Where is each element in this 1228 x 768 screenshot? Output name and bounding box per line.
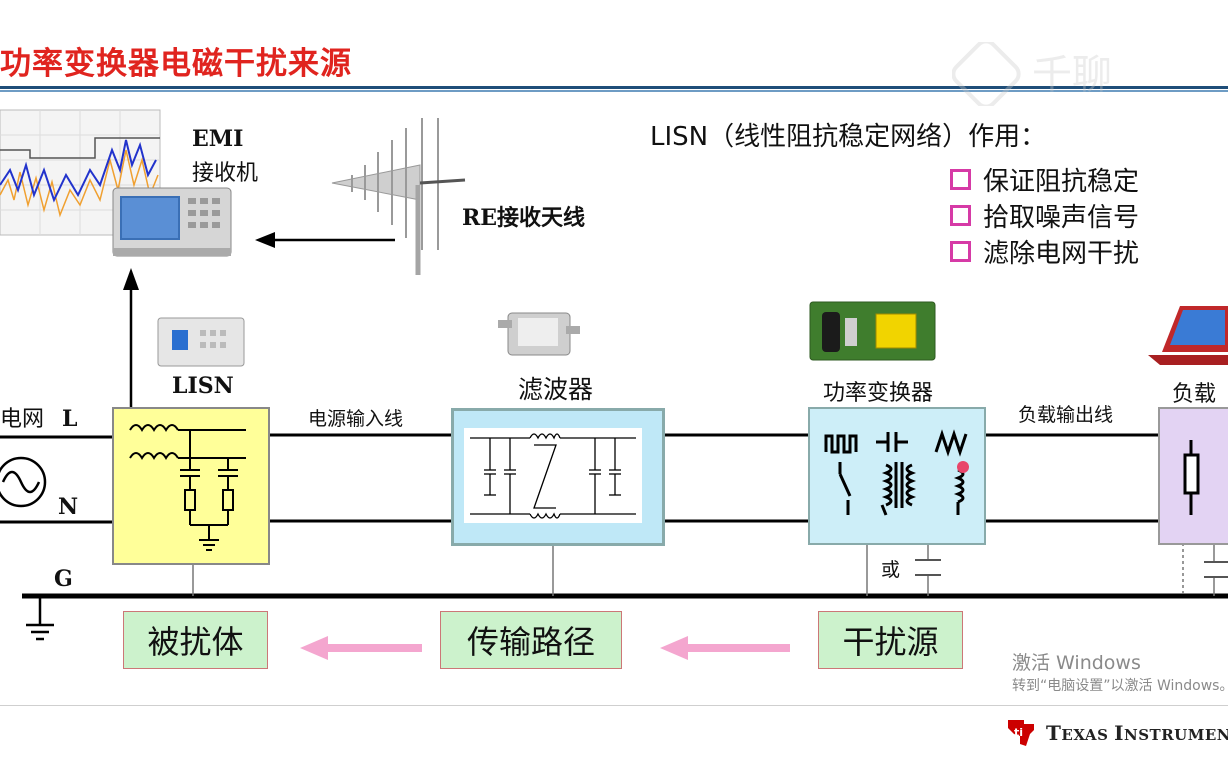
emi-spectrum-plot — [0, 109, 161, 236]
interference-source-box: 干扰源 — [818, 611, 963, 669]
lisn-purpose-item: 拾取噪声信号 — [950, 198, 1139, 233]
ti-logo-icon: ti — [1008, 720, 1034, 746]
filter-circuit-area — [464, 428, 642, 523]
bullet-square-icon — [950, 204, 971, 226]
emi-receiver-label-1: EMI — [192, 126, 244, 152]
emi-receiver-label-2: 接收机 — [192, 161, 259, 186]
load-output-line-label: 负载输出线 — [1018, 404, 1114, 426]
emi-receiver-device — [112, 187, 232, 257]
line-n-label: N — [58, 494, 79, 520]
converter-box — [808, 407, 986, 545]
filter-device — [498, 312, 580, 356]
ti-brand-text: TEXAS INSTRUMENTS — [1046, 721, 1228, 745]
svg-text:ti: ti — [1014, 726, 1023, 739]
bullet-square-icon — [950, 240, 971, 262]
activate-windows-hint[interactable]: 转到“电脑设置”以激活 Windows。 — [1012, 678, 1228, 694]
title-underline — [0, 86, 1228, 89]
ground-symbol-icon — [26, 596, 54, 641]
lisn-box — [112, 407, 270, 565]
load-box — [1158, 407, 1228, 545]
lisn-device — [157, 317, 245, 367]
lisn-purpose-item: 保证阻抗稳定 — [950, 162, 1139, 197]
lisn-label: LISN — [172, 373, 234, 399]
lisn-purpose-heading: LISN（线性阻抗稳定网络）作用： — [650, 122, 1047, 152]
converter-label: 功率变换器 — [823, 381, 934, 406]
or-label: 或 — [881, 559, 901, 581]
ac-source-icon — [0, 456, 47, 508]
load-label: 负载 — [1172, 382, 1217, 407]
victim-box: 被扰体 — [123, 611, 268, 669]
title-underline-accent — [0, 90, 1228, 92]
load-laptop — [1148, 306, 1228, 365]
lisn-purpose-item: 滤除电网干扰 — [950, 234, 1139, 269]
line-l-label: L — [62, 406, 78, 432]
re-antenna-label: RE接收天线 — [462, 205, 586, 231]
watermark-logo: 千聊 — [952, 42, 1112, 106]
watermark-text: 千聊 — [1032, 52, 1112, 98]
bullet-square-icon — [950, 168, 971, 190]
slide-title: 功率变换器电磁干扰来源 — [0, 46, 352, 82]
filter-label: 滤波器 — [518, 375, 594, 404]
grid-label: 电网 — [0, 407, 45, 432]
converter-pcb — [809, 301, 936, 361]
re-antenna — [331, 118, 466, 275]
footer-divider — [0, 705, 1228, 706]
ground-g-label: G — [54, 566, 73, 592]
transmission-path-box: 传输路径 — [440, 611, 622, 669]
chain-arrows — [300, 636, 790, 660]
activate-windows-title[interactable]: 激活 Windows — [1012, 652, 1141, 674]
power-input-line-label: 电源输入线 — [308, 408, 404, 430]
